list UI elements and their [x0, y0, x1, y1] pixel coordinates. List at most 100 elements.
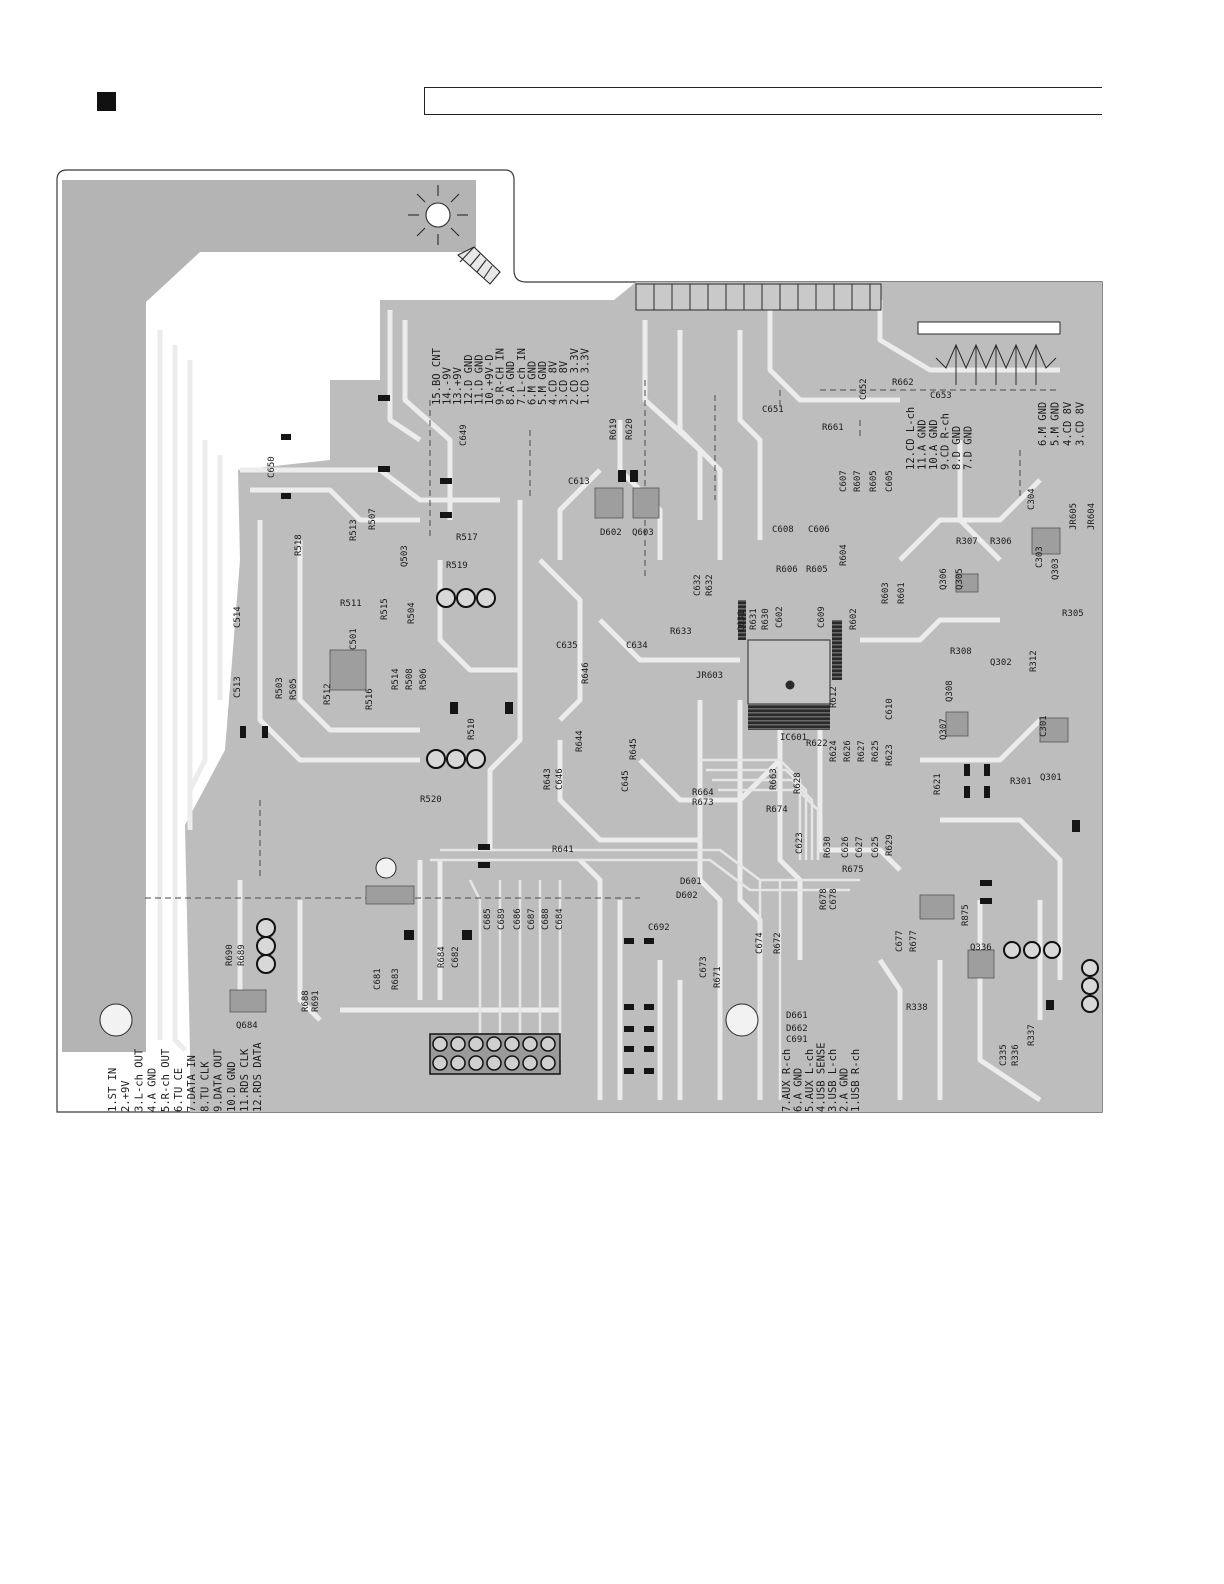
component-ref-c627: C627 [855, 836, 865, 858]
component-ref-jr604: JR604 [1087, 503, 1097, 530]
component-ref-r504: R504 [407, 602, 417, 624]
component-ref-r661: R661 [822, 423, 844, 433]
component-ref-d662: D662 [786, 1024, 808, 1034]
component-ref-r605: R605 [806, 565, 828, 575]
ic601-chip [738, 600, 842, 730]
pin-label-top_right_a-5: 8.D GND [951, 426, 963, 470]
pin-label-top_center-13: 3.CD 8V [558, 360, 570, 405]
component-ref-r645: R645 [629, 738, 639, 760]
component-ref-r510: R510 [467, 718, 477, 740]
component-ref-r519: R519 [446, 561, 468, 571]
pin-label-bottom_left-9: 9.DATA OUT [213, 1048, 225, 1112]
component-ref-c692: C692 [648, 923, 670, 933]
pin-label-bottom_left-8: 8.TU CLK [199, 1061, 211, 1112]
section-title-box [424, 87, 1102, 115]
component-ref-r612: R612 [829, 686, 839, 708]
pin-label-top_center-9: 7.L-ch IN [516, 348, 528, 405]
right-connector-pins [935, 343, 1057, 385]
component-ref-r690: R690 [225, 944, 235, 966]
pin-label-bottom_left-1: 1.ST IN [107, 1068, 119, 1112]
component-ref-r625: R625 [871, 740, 881, 762]
component-footprints [229, 487, 1069, 1013]
component-ref-r624: R624 [829, 740, 839, 762]
component-ref-r517: R517 [456, 533, 478, 543]
component-ref-d602: D602 [600, 528, 622, 538]
component-ref-r626: R626 [843, 740, 853, 762]
pin-label-top_right_b-1: 6.M GND [1037, 402, 1049, 446]
component-ref-r672: R672 [773, 932, 783, 954]
component-ref-c623: C623 [795, 832, 805, 854]
component-ref-q303: Q303 [1051, 558, 1061, 580]
transistor-pads [256, 588, 1099, 1013]
component-ref-c335: C335 [999, 1044, 1009, 1066]
component-ref-q302: Q302 [990, 658, 1012, 668]
component-ref-r627: R627 [857, 740, 867, 762]
component-ref-r677: R677 [909, 930, 919, 952]
component-ref-r512: R512 [323, 683, 333, 705]
component-ref-c687: C687 [527, 908, 537, 930]
pin-label-top_right_a-4: 9.CD R-ch [940, 413, 952, 470]
component-ref-c685: C685 [483, 908, 493, 930]
component-ref-c653: C653 [930, 391, 952, 401]
pin-label-bottom_left-4: 4.A GND [147, 1068, 159, 1112]
component-ref-c610: C610 [885, 698, 895, 720]
pin-label-top_right_a-6: 7.D GND [963, 426, 975, 470]
component-ref-q684: Q684 [236, 1021, 258, 1031]
component-ref-r301: R301 [1010, 777, 1032, 787]
pin-label-top_center-11: 5.M GND [537, 361, 549, 405]
component-ref-c631: C631 [737, 610, 747, 632]
pin-label-top_center-10: 6.M GND [526, 361, 538, 405]
component-ref-c609: C609 [817, 606, 827, 628]
component-ref-c686: C686 [513, 908, 523, 930]
jumper-wires [145, 380, 1060, 899]
smd-pads [240, 395, 1080, 1074]
component-ref-r312: R312 [1029, 650, 1039, 672]
pin-label-top_center-8: 8.A GND [505, 361, 517, 405]
component-ref-c650: C650 [267, 456, 277, 478]
component-ref-ic601: IC601 [780, 733, 807, 743]
component-ref-c304: C304 [1027, 488, 1037, 510]
component-ref-c646: C646 [555, 768, 565, 790]
component-ref-c626: C626 [841, 836, 851, 858]
component-ref-q503: Q503 [400, 545, 410, 567]
component-ref-r604: R604 [839, 544, 849, 566]
pin-label-top_center-6: 10.+9V-D [484, 354, 496, 405]
component-ref-c674: C674 [755, 932, 765, 954]
main-copper [185, 282, 1102, 1112]
component-ref-r508: R508 [405, 668, 415, 690]
pin-label-top_center-2: 14.-9V [442, 366, 454, 405]
component-ref-r507: R507 [368, 508, 378, 530]
component-ref-r683: R683 [391, 968, 401, 990]
component-ref-c608: C608 [772, 525, 794, 535]
pin-label-bottom_left-5: 5.R-ch OUT [160, 1048, 172, 1112]
component-ref-r622: R622 [806, 739, 828, 749]
mounting-holes [99, 857, 759, 1037]
component-ref-r673: R673 [692, 798, 714, 808]
component-ref-r308: R308 [950, 647, 972, 657]
pin-label-bottom_center-6: 2.A GND [839, 1068, 851, 1112]
component-ref-d601: D601 [680, 877, 702, 887]
component-ref-c301: C301 [1039, 715, 1049, 737]
component-ref-r632: R632 [705, 574, 715, 596]
component-ref-q603: Q603 [632, 528, 654, 538]
component-ref-c651: C651 [762, 405, 784, 415]
section-marker-square [97, 92, 116, 111]
component-ref-r675: R675 [842, 865, 864, 875]
component-ref-d661: D661 [786, 1011, 808, 1021]
pin-label-top_right_a-1: 12.CD L-ch [905, 407, 917, 470]
pin-label-top_right_b-2: 5.M GND [1050, 402, 1062, 446]
component-ref-r664: R664 [692, 788, 714, 798]
component-ref-r307: R307 [956, 537, 978, 547]
component-ref-r511: R511 [340, 599, 362, 609]
component-ref-r505: R505 [289, 678, 299, 700]
component-ref-r506: R506 [419, 668, 429, 690]
component-ref-r336: R336 [1011, 1044, 1021, 1066]
ground-plane [62, 180, 476, 1052]
component-ref-r607: R607 [853, 470, 863, 492]
component-ref-r674: R674 [766, 805, 788, 815]
component-ref-r518: R518 [294, 534, 304, 556]
